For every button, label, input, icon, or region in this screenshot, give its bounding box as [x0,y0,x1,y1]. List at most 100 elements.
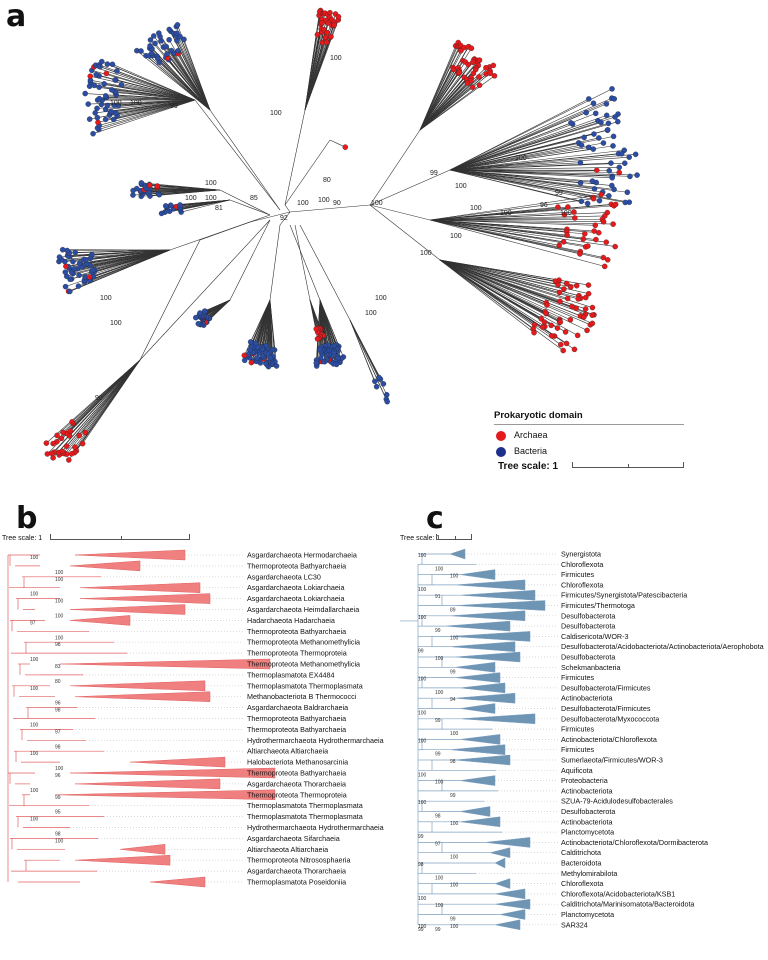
collapsed-clade [75,692,210,702]
tip-node [164,51,169,56]
tip-node [175,22,180,27]
tip-node [95,120,100,125]
tip-node [376,375,381,380]
collapsed-clade [495,889,525,899]
bootstrap-label: 100 [100,295,112,302]
tip-node [599,192,604,197]
node-support-label: 98 [435,814,441,820]
node-support-label: 100 [418,553,427,559]
taxon-label: Actinobacteriota [561,694,613,703]
tip-node [581,236,586,241]
node-support-label: 99 [450,793,456,799]
tip-node [557,299,562,304]
tip-node [610,143,615,148]
tip-node [619,151,624,156]
tip-node [332,22,337,27]
node-support-label: 99 [418,649,424,655]
tip-node [604,101,609,106]
tip-node [591,101,596,106]
taxon-label: Desulfobacterota/Firmicutes [561,683,651,692]
tip-node [575,333,580,338]
tip-node [88,74,93,79]
collapsed-clade [70,768,275,778]
tip-node [69,451,74,456]
tip-node [99,59,104,64]
node-support-label: 100 [418,800,427,806]
node-support-label: 100 [55,570,64,576]
tip-node [604,240,609,245]
tip-node [163,203,168,208]
tip-node [164,44,169,49]
collapsed-clade [455,601,545,611]
taxon-label: Asgardarchaeota Thorarchaeia [247,779,346,788]
node-support-label: 97 [55,729,61,735]
node-support-label: 100 [30,817,39,823]
taxon-label: Chloroflexota [561,560,603,569]
tip-node [581,315,586,320]
tip-node [564,341,569,346]
clade-stem [300,225,350,320]
node-support-label: 100 [55,614,64,620]
tip-node [569,304,574,309]
tip-node [325,30,330,35]
tip-node [594,168,599,173]
node-support-label: 100 [435,566,444,572]
tip-node [591,196,596,201]
collapsed-clade [460,683,505,693]
bootstrap-label: 100 [371,200,383,207]
tip-branch [440,260,578,335]
node-support-label: 80 [55,679,61,685]
collapsed-clade [150,877,205,887]
taxon-label: Thermoplasmatota EX4484 [247,670,335,679]
tip-node [60,449,65,454]
collapsed-clade [460,776,495,786]
node-support-label: 100 [418,896,427,902]
tip-node [109,87,114,92]
tip-node [549,333,554,338]
archaea-dot-icon [496,431,506,441]
clade-stem [370,205,430,220]
tip-node [608,160,613,165]
taxon-label: Planctomycetota [561,828,614,837]
tip-node [557,243,562,248]
collapsed-clade [75,550,185,560]
taxon-label: Desulfobacterota/Firmicutes [561,704,651,713]
tip-node [598,120,603,125]
collapsed-clade [450,549,465,559]
tip-node [45,451,50,456]
node-support-label: 99 [435,927,441,933]
collapsed-clade [455,580,525,590]
node-support-label: 100 [435,656,444,662]
bootstrap-label: 100 [500,210,512,217]
tip-node [591,146,596,151]
tip-node [583,295,588,300]
taxon-label: Asgardarchaeota Lokiarchaeia [247,583,345,592]
bootstrap-label: 99 [170,103,178,110]
tip-node [491,63,496,68]
node-support-label: 99 [418,927,424,933]
tip-node [103,117,108,122]
taxon-label: Thermoplasmatota Thermoplasmata [247,812,363,821]
tip-node [593,223,598,228]
tip-node [63,284,68,289]
tip-node [561,286,566,291]
tip-node [60,247,65,252]
collapsed-clade [70,615,130,625]
tip-node [451,67,456,72]
tip-node [477,58,482,63]
taxon-label: Firmicutes [561,725,595,734]
node-support-label: 100 [418,738,427,744]
tip-node [477,83,482,88]
tip-node [63,264,68,269]
tip-node [147,183,152,188]
tip-node [68,429,73,434]
tip-node [94,106,99,111]
collapsed-clade [485,837,530,847]
tip-node [601,140,606,145]
taxon-label: Actinobacteriota/Chloroflexota/Dormibact… [561,838,708,847]
node-support-label: 100 [30,723,39,729]
taxon-label: Aquificota [561,766,593,775]
collapsed-clade [490,848,510,858]
bootstrap-label: 100 [205,195,217,202]
tip-node [54,433,59,438]
